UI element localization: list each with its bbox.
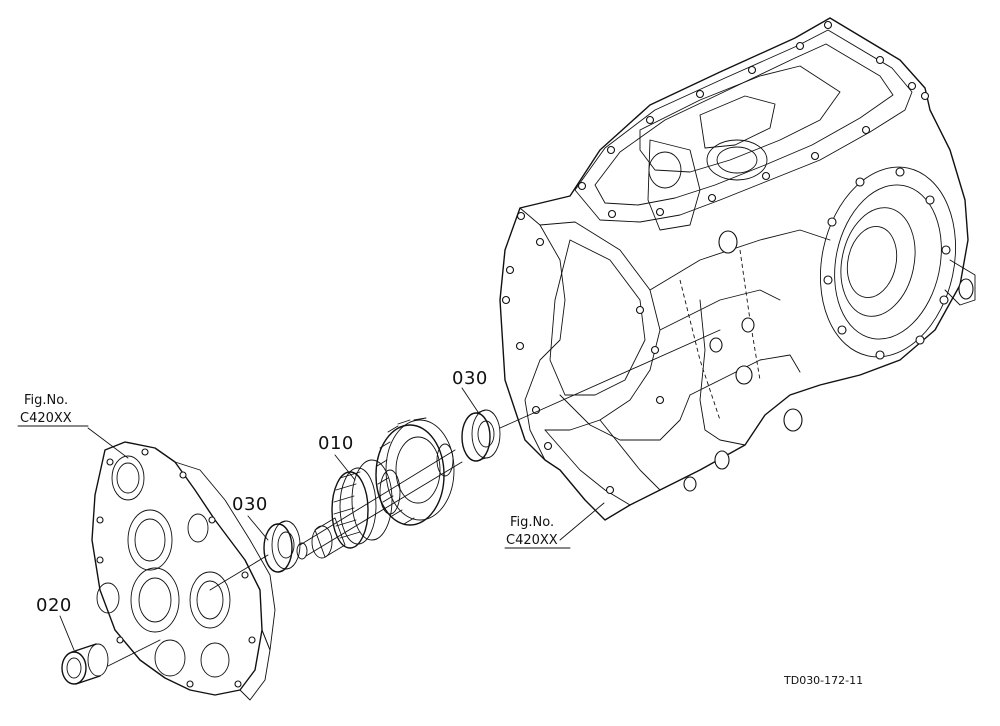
callout-030-right: 030 — [452, 368, 488, 389]
left-fig-code: C420XX — [20, 411, 72, 426]
callout-010: 010 — [318, 433, 354, 454]
bearing-left — [263, 520, 301, 573]
front-cover — [91, 441, 276, 701]
transmission-case — [499, 17, 976, 521]
right-fig-label: Fig.No. — [510, 515, 554, 530]
callout-020: 020 — [36, 595, 72, 616]
left-fig-label: Fig.No. — [24, 393, 68, 408]
callout-030-left: 030 — [232, 494, 268, 515]
leader-lines — [17, 329, 721, 667]
drawing-code: TD030-172-11 — [783, 674, 863, 687]
gear-shaft-assembly — [296, 417, 463, 560]
bearing-right — [461, 409, 501, 462]
collar — [61, 643, 109, 685]
right-fig-code: C420XX — [506, 533, 558, 548]
